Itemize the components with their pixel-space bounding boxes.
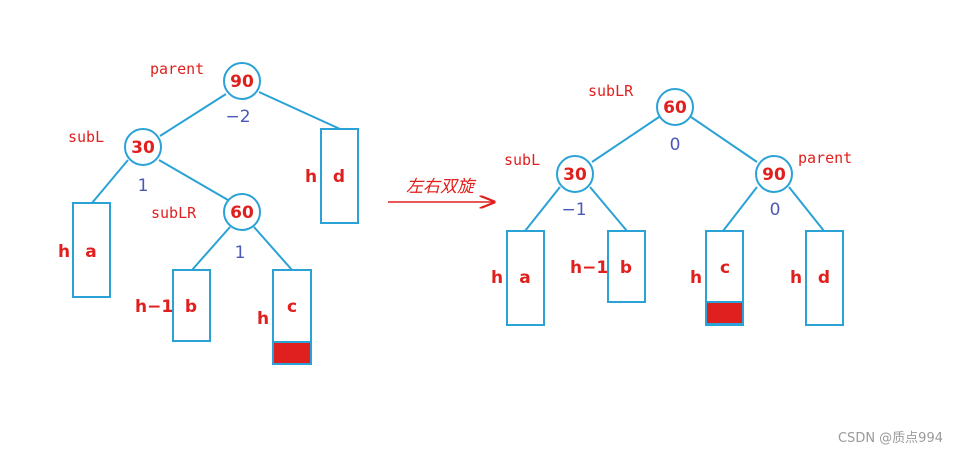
edge-90-d: [258, 91, 341, 130]
edge-30-60: [158, 159, 229, 201]
node-60-value: 60: [230, 203, 254, 223]
node-90-circle: [223, 62, 261, 100]
edge-after-90-c: [722, 186, 758, 232]
after-subtree-a-height: h: [491, 268, 503, 288]
after-pointer-parent-label: parent: [798, 149, 852, 167]
after-node-90-balance: 0: [770, 200, 781, 220]
node-60-balance: 1: [235, 243, 246, 263]
subtree-d-name: d: [333, 167, 345, 187]
subtree-c-name: c: [287, 297, 297, 317]
pointer-parent-label: parent: [150, 60, 204, 78]
edge-after-60-90: [690, 116, 758, 163]
after-node-90-circle: [755, 155, 793, 193]
after-subtree-b-height: h−1: [570, 258, 608, 278]
after-subtree-a-name: a: [519, 268, 530, 288]
pointer-subL-label: subL: [68, 128, 104, 146]
edge-60-c: [253, 226, 293, 271]
after-node-60-value: 60: [663, 98, 687, 118]
pointer-subLR-label: subLR: [151, 204, 197, 222]
before-tree: 90 parent −2 30 subL 1 60 subLR 1 a h b …: [58, 60, 359, 365]
node-90-balance: −2: [225, 107, 250, 127]
edge-60-b: [191, 226, 231, 271]
after-node-60-circle: [656, 88, 694, 126]
node-90-value: 90: [230, 72, 254, 92]
edge-after-60-30: [591, 116, 660, 163]
after-subtree-d-name: d: [818, 268, 830, 288]
subtree-a-height: h: [58, 242, 70, 262]
edge-90-30: [159, 93, 227, 137]
watermark: CSDN @质点994: [837, 431, 943, 446]
after-node-30-circle: [556, 155, 594, 193]
subtree-a-name: a: [85, 242, 96, 262]
node-30-value: 30: [131, 138, 155, 158]
after-subtree-b-name: b: [620, 258, 632, 278]
after-node-30-value: 30: [563, 165, 587, 185]
node-30-circle: [124, 128, 162, 166]
subtree-d-height: h: [305, 167, 317, 187]
rotation-arrow: 左右双旋: [388, 177, 494, 202]
edge-after-30-b: [589, 186, 628, 232]
subtree-a-box: [72, 202, 111, 298]
rotation-arrow-label: 左右双旋: [406, 177, 477, 197]
subtree-b-name: b: [185, 297, 197, 317]
node-30-balance: 1: [138, 176, 149, 196]
after-node-30-balance: −1: [561, 200, 586, 220]
edge-30-a: [91, 159, 129, 204]
after-pointer-subL-label: subL: [504, 151, 540, 169]
subtree-d-box: [320, 128, 359, 224]
after-subtree-a-box: [506, 230, 545, 326]
subtree-b-box: [172, 269, 211, 342]
edge-after-30-a: [524, 186, 561, 232]
subtree-c-increase-block: [272, 341, 312, 365]
after-subtree-d-box: [805, 230, 844, 326]
after-node-60-balance: 0: [670, 135, 681, 155]
subtree-b-height: h−1: [135, 297, 173, 317]
after-tree: 60 subLR 0 30 subL −1 90 parent 0 a h b …: [491, 82, 852, 326]
edge-after-90-d: [788, 186, 825, 232]
after-subtree-c-name: c: [720, 258, 730, 278]
after-subtree-c-increase-block: [705, 301, 744, 325]
after-node-90-value: 90: [762, 165, 786, 185]
after-pointer-subLR-label: subLR: [588, 82, 634, 100]
after-subtree-d-height: h: [790, 268, 802, 288]
after-subtree-b-box: [607, 230, 646, 303]
node-60-circle: [223, 193, 261, 231]
subtree-c-height: h: [257, 309, 269, 329]
after-subtree-c-height: h: [690, 268, 702, 288]
